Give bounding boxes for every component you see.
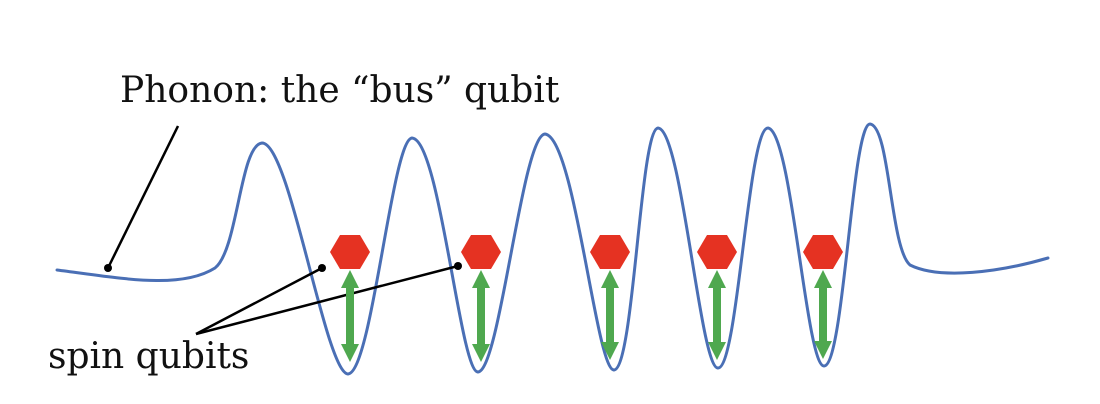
ion-5 [803,235,843,359]
ion-hexagon [697,235,737,269]
ion-1 [330,235,370,362]
spin-arrow-icon [601,270,619,360]
ion-2 [461,235,501,362]
spin-pointer-dot-2 [454,262,462,270]
spin-arrow-icon [341,270,359,362]
ion-hexagon [461,235,501,269]
ion-hexagon [590,235,630,269]
pointer-lines [104,125,462,336]
phonon-label: Phonon: the “bus” qubit [120,70,560,111]
spin-pointer-line-2 [195,264,459,336]
spin-arrow-icon [708,270,726,360]
phonon-pointer-dot [104,264,112,272]
phonon-wave [55,122,1050,376]
spin-arrow-icon [814,270,832,359]
spin-qubit-ions [330,235,843,362]
spin-pointer-line-1 [195,266,323,336]
spin-arrow-icon [472,270,490,362]
ion-4 [697,235,737,360]
ion-hexagon [803,235,843,269]
phonon-pointer-line [106,125,180,269]
ion-3 [590,235,630,360]
spin-pointer-dot-1 [318,264,326,272]
spin-qubits-label: spin qubits [48,336,249,377]
ion-hexagon [330,235,370,269]
